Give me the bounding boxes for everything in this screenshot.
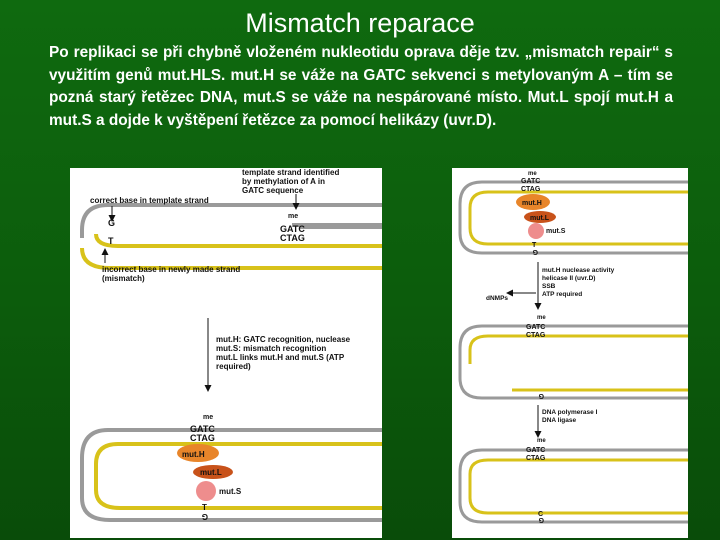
diagram-right-panel: me GATC CTAG mut.H mut.L mut.S T G mut.H… <box>452 168 688 538</box>
step1-line4: ATP required <box>542 291 582 298</box>
template-strand-top <box>80 203 382 238</box>
step1-line1: mut.H nuclease activity <box>542 267 615 274</box>
incorrect-base-label-2: (mismatch) <box>102 274 145 283</box>
mut-h-protein-r <box>516 194 550 210</box>
mut-l-protein-r <box>524 211 556 223</box>
description-paragraph: Po replikaci se při chybně vloženém nukl… <box>49 44 673 129</box>
right-diagram-svg: me GATC CTAG mut.H mut.L mut.S T G mut.H… <box>458 171 688 524</box>
function-line-2: mut.S: mismatch recognition <box>216 344 326 353</box>
gatc-top: GATC <box>280 224 305 234</box>
methyl-label-top: me <box>288 213 298 220</box>
gatc-bottom: GATC <box>190 424 215 434</box>
base-t-bottom: T <box>202 503 207 512</box>
mut-s-protein <box>196 481 216 501</box>
function-line-4: required) <box>216 362 251 371</box>
mut-l-label-r: mut.L <box>530 215 550 222</box>
step2-line1: DNA polymerase I <box>542 409 598 416</box>
loop1-new <box>468 190 688 246</box>
gatc2: GATC <box>526 324 545 331</box>
step1-line3: SSB <box>542 283 556 290</box>
t1: T <box>532 242 537 249</box>
mut-h-protein <box>177 444 219 462</box>
incorrect-base-label-1: incorrect base in newly made strand <box>102 265 240 274</box>
left-diagram-svg: template strand identified by methylatio… <box>80 168 382 522</box>
ctag-bottom: CTAG <box>190 433 215 443</box>
template-label-1: template strand identified <box>242 168 339 177</box>
template-strand-bottom <box>80 428 382 522</box>
me1: me <box>528 171 537 177</box>
me3: me <box>537 438 546 444</box>
g2: G <box>538 392 544 399</box>
ctag3: CTAG <box>526 455 546 462</box>
g1: G <box>532 248 538 255</box>
ctag2: CTAG <box>526 332 546 339</box>
new-strand-bottom <box>94 442 382 510</box>
mut-l-label: mut.L <box>200 468 222 477</box>
mut-h-label: mut.H <box>182 450 205 459</box>
ctag-top: CTAG <box>280 233 305 243</box>
template-label-2: by methylation of A in <box>242 177 325 186</box>
c3: C <box>538 511 543 518</box>
ctag1: CTAG <box>521 186 541 193</box>
loop2-new <box>468 334 688 364</box>
mut-h-label-r: mut.H <box>522 200 542 207</box>
step1-line2: helicase II (uvr.D) <box>542 275 595 282</box>
gatc1: GATC <box>521 178 540 185</box>
loop1-template <box>458 180 688 255</box>
gatc3: GATC <box>526 447 545 454</box>
new-strand-top-lower <box>80 247 382 270</box>
me2: me <box>537 315 546 321</box>
loop3-template <box>458 448 688 524</box>
function-line-1: mut.H: GATC recognition, nuclease <box>216 335 351 344</box>
base-t-top: T <box>108 236 114 246</box>
dnmp-label: dNMPs <box>486 295 508 302</box>
new-strand-top <box>94 233 382 248</box>
methyl-label-bottom: me <box>203 414 213 421</box>
loop2-template <box>458 324 688 400</box>
function-line-3: mut.L links mut.H and mut.S (ATP <box>216 353 345 362</box>
g3: G <box>538 516 544 523</box>
template-label-3: GATC sequence <box>242 186 304 195</box>
page-title: Mismatch reparace <box>245 8 475 38</box>
mut-s-protein-r <box>528 223 544 239</box>
base-g-top: G <box>108 218 115 228</box>
loop3-new <box>468 458 688 515</box>
mut-s-label-r: mut.S <box>546 228 566 235</box>
mut-l-protein <box>193 465 233 479</box>
step2-line2: DNA ligase <box>542 417 576 424</box>
diagram-left-panel: template strand identified by methylatio… <box>70 168 382 538</box>
base-g-bottom: G <box>202 512 208 521</box>
correct-base-label: correct base in template strand <box>90 196 209 205</box>
mut-s-label: mut.S <box>219 487 242 496</box>
